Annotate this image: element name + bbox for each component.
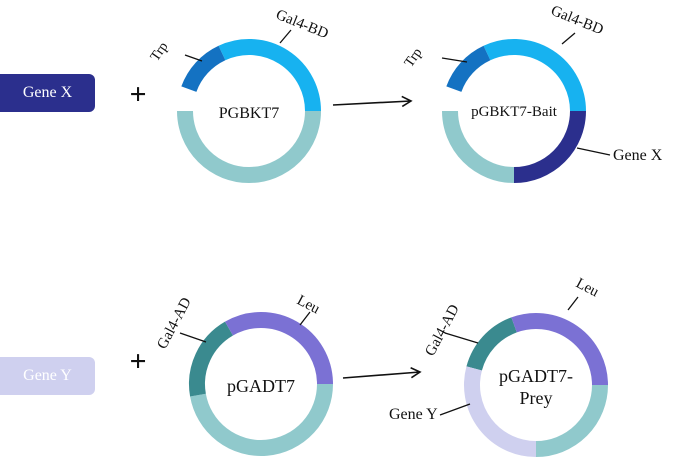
gene-y-box: Gene Y xyxy=(0,357,95,395)
trp-leader-line xyxy=(441,57,468,63)
trp-label: Trp xyxy=(148,40,172,65)
leu-leader-line xyxy=(299,311,311,326)
gal4-ad-leader-line xyxy=(179,332,207,343)
trp-label: Trp xyxy=(402,46,426,71)
gal4-bd-segment xyxy=(218,39,321,112)
gene-y-label: Gene Y xyxy=(23,367,72,384)
gal4-ad-label: Gal4-AD xyxy=(422,302,462,359)
leu-segment xyxy=(225,312,333,385)
arrow-top xyxy=(332,95,413,108)
plasmid-name: PGBKT7 xyxy=(219,105,279,122)
plasmid-pgbkt7: PGBKT7 Trp Gal4-BD xyxy=(148,7,331,183)
gal4-bd-leader-line xyxy=(561,32,576,45)
trp-segment xyxy=(181,45,226,93)
gal4-bd-leader-line xyxy=(279,29,292,44)
gene-y-segment xyxy=(464,366,537,457)
plus-sign-bottom: + xyxy=(129,345,146,378)
gene-x-leader-line xyxy=(576,147,611,156)
leu-segment xyxy=(511,313,608,386)
leu-label: Leu xyxy=(294,292,323,317)
gal4-ad-segment xyxy=(466,317,518,371)
plus-sign-top: + xyxy=(129,78,146,111)
gal4-bd-label: Gal4-BD xyxy=(549,3,606,38)
plasmid-pgbkt7-bait: pGBKT7-Bait Trp Gal4-BD Gene X xyxy=(402,3,663,183)
backbone-segment xyxy=(535,384,608,457)
gal4-ad-label: Gal4-AD xyxy=(154,295,194,352)
backbone-segment xyxy=(442,110,515,183)
plasmid-name-line-1: pGADT7- xyxy=(499,366,573,386)
plasmid-name: pGBKT7-Bait xyxy=(471,104,558,120)
gene-x-label: Gene X xyxy=(22,84,73,101)
plasmid-name-line-2: Prey xyxy=(520,388,553,408)
leu-leader-line xyxy=(567,296,579,311)
gene-x-label: Gene X xyxy=(613,147,663,164)
plasmid-pgadt7: pGADT7 Gal4-AD Leu xyxy=(154,292,333,456)
backbone-segment xyxy=(190,383,333,456)
gal4-bd-label: Gal4-BD xyxy=(274,7,331,42)
trp-leader-line xyxy=(184,54,203,62)
gal4-bd-segment xyxy=(483,39,586,112)
plasmid-name: pGADT7 xyxy=(227,376,295,396)
arrow-bottom xyxy=(342,366,422,379)
gene-y-label: Gene Y xyxy=(389,406,438,423)
plasmid-pgadt7-prey: pGADT7- Prey Gal4-AD Leu Gene Y xyxy=(389,275,608,457)
gene-x-box: Gene X xyxy=(0,74,95,112)
gene-y-leader-line xyxy=(439,403,471,416)
gal4-ad-segment xyxy=(189,321,234,397)
trp-segment xyxy=(446,45,491,93)
backbone-segment xyxy=(177,110,321,183)
gene-x-segment xyxy=(513,110,586,183)
gal4-ad-leader-line xyxy=(444,332,479,344)
